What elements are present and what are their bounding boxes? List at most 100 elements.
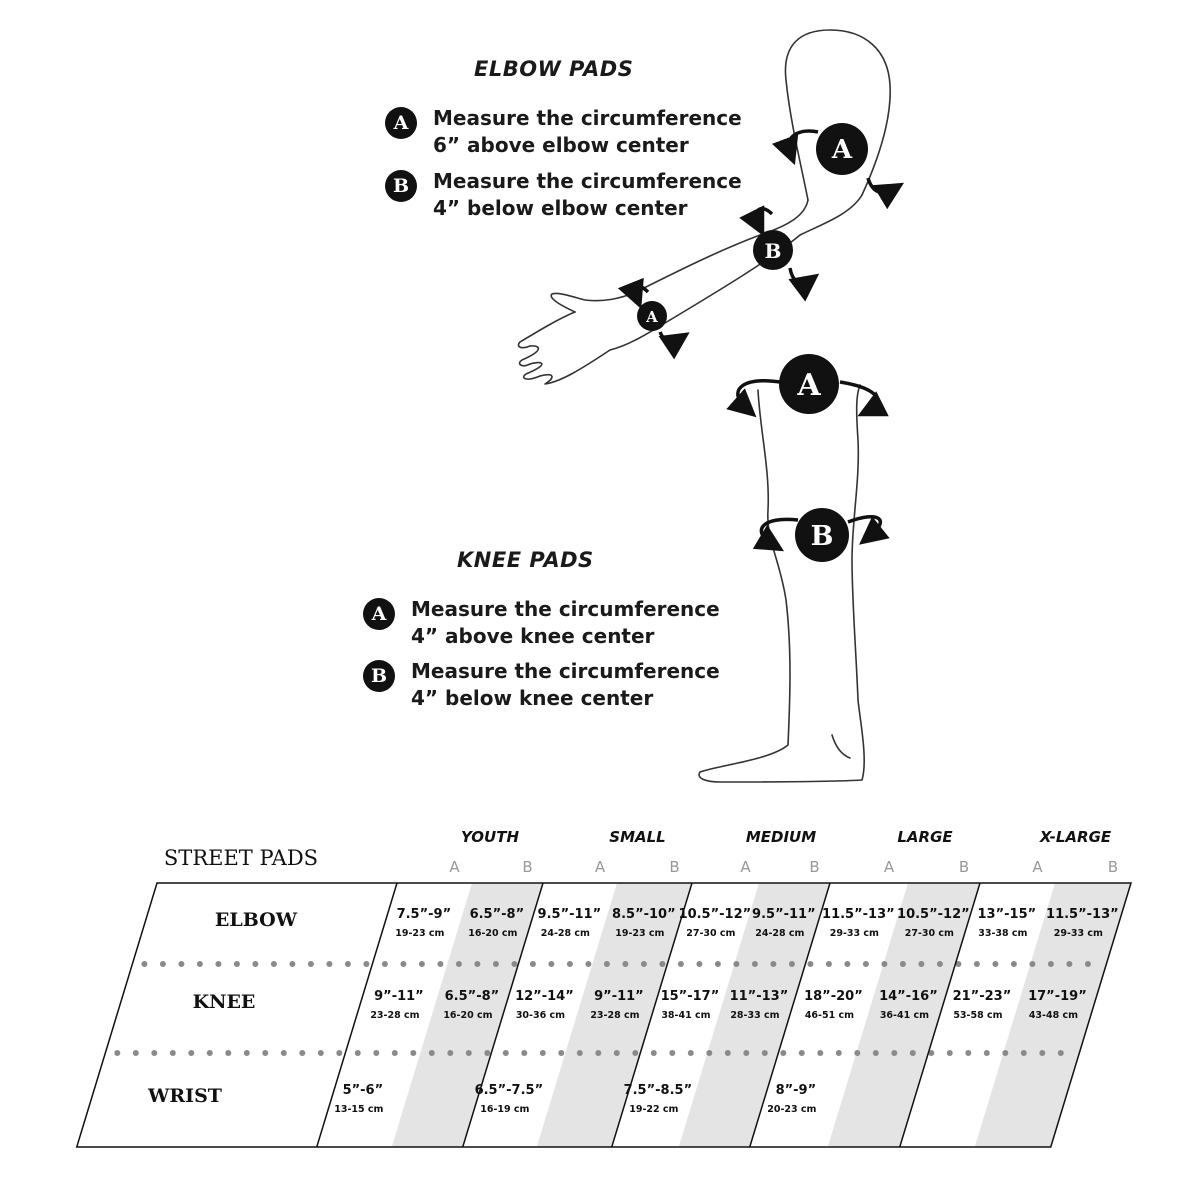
row-separator-dot: [344, 961, 351, 967]
knee-instruction-b: B Measure the circumference 4” below kne…: [363, 658, 720, 712]
badge-a-icon: A: [796, 368, 821, 403]
size-header-small: SMALL: [609, 828, 665, 846]
row-label-knee: KNEE: [193, 991, 256, 1013]
cell-inches: 7.5”-8.5”: [624, 1083, 693, 1098]
row-separator-dot: [817, 1050, 824, 1056]
row-separator-dot: [447, 1050, 454, 1056]
sub-header-a: A: [740, 858, 751, 876]
knee-a-line1: Measure the circumference: [411, 597, 720, 621]
row-label-wrist: WRIST: [147, 1085, 222, 1107]
cell-inches: 15”-17”: [661, 989, 720, 1004]
row-separator-dot: [132, 1050, 139, 1056]
cell-inches: 10.5”-12”: [679, 907, 752, 922]
row-separator-dot: [400, 961, 407, 967]
row-separator-dot: [650, 1050, 657, 1056]
cell-inches: 21”-23”: [953, 989, 1012, 1004]
sub-header-b: B: [1108, 858, 1118, 876]
badge-a-icon: A: [363, 598, 395, 630]
shaded-b-column: [391, 883, 543, 1147]
row-separator-dot: [373, 1050, 380, 1056]
row-separator-dot: [492, 961, 499, 967]
elbow-b-line1: Measure the circumference: [433, 169, 742, 193]
row-separator-dot: [706, 1050, 713, 1056]
column-divider: [749, 882, 831, 1148]
cell-cm: 27-30 cm: [905, 928, 954, 939]
row-separator-dot: [613, 1050, 620, 1056]
row-separator-dot: [169, 1050, 176, 1056]
cell-cm: 23-28 cm: [590, 1010, 639, 1021]
arm-illustration: A B A A B: [517, 29, 905, 783]
row-separator-dot: [1084, 961, 1091, 967]
sub-header-b: B: [522, 858, 532, 876]
cell-cm: 43-48 cm: [1029, 1010, 1078, 1021]
cell-cm: 24-28 cm: [755, 928, 804, 939]
row-separator-dot: [299, 1050, 306, 1056]
row-separator-dot: [622, 961, 629, 967]
row-separator-dot: [1002, 1050, 1009, 1056]
row-separator-dot: [936, 961, 943, 967]
row-separator-dot: [677, 961, 684, 967]
row-separator-dot: [595, 1050, 602, 1056]
row-separator-dot: [151, 1050, 158, 1056]
cell-cm: 27-30 cm: [686, 928, 735, 939]
cell-inches: 9.5”-11”: [752, 907, 816, 922]
row-separator-dot: [965, 1050, 972, 1056]
size-header-x-large: X-LARGE: [1039, 828, 1112, 846]
row-separator-dot: [243, 1050, 250, 1056]
cell-cm: 16-20 cm: [468, 928, 517, 939]
cell-cm: 23-28 cm: [370, 1010, 419, 1021]
cell-inches: 14”-16”: [879, 989, 938, 1004]
row-separator-dot: [955, 961, 962, 967]
cell-inches: 18”-20”: [804, 989, 863, 1004]
row-separator-dot: [354, 1050, 361, 1056]
elbow-instruction-a: A Measure the circumference 6” above elb…: [385, 105, 742, 159]
row-separator-dot: [891, 1050, 898, 1056]
cell-inches: 13”-15”: [978, 907, 1037, 922]
cell-cm: 29-33 cm: [830, 928, 879, 939]
row-separator-dot: [1029, 961, 1036, 967]
cell-cm: 29-33 cm: [1054, 928, 1103, 939]
row-separator-dot: [835, 1050, 842, 1056]
cell-inches: 9”-11”: [594, 989, 644, 1004]
column-divider: [316, 882, 398, 1148]
row-separator-dot: [881, 961, 888, 967]
elbow-b-line2: 4” below elbow center: [433, 196, 688, 220]
cell-inches: 11.5”-13”: [1046, 907, 1119, 922]
row-separator-dot: [780, 1050, 787, 1056]
sub-header-a: A: [595, 858, 606, 876]
row-separator-dot: [280, 1050, 287, 1056]
row-separator-dot: [687, 1050, 694, 1056]
row-separator-dot: [1039, 1050, 1046, 1056]
sub-header-b: B: [959, 858, 969, 876]
cell-cm: 24-28 cm: [541, 928, 590, 939]
cell-inches: 7.5”-9”: [397, 907, 452, 922]
size-header-large: LARGE: [897, 828, 953, 846]
elbow-a-line1: Measure the circumference: [433, 106, 742, 130]
column-divider: [611, 882, 693, 1148]
cell-inches: 6.5”-7.5”: [475, 1083, 544, 1098]
elbow-a-line2: 6” above elbow center: [433, 133, 689, 157]
row-separator-dot: [844, 961, 851, 967]
row-separator-dot: [798, 1050, 805, 1056]
cell-inches: 10.5”-12”: [897, 907, 970, 922]
row-separator-dot: [188, 1050, 195, 1056]
shaded-b-column: [678, 883, 830, 1147]
cell-inches: 12”-14”: [515, 989, 574, 1004]
row-separator-dot: [363, 961, 370, 967]
cell-cm: 28-33 cm: [730, 1010, 779, 1021]
row-separator-dot: [1066, 961, 1073, 967]
arm-badge-a-large: A: [816, 123, 868, 175]
row-separator-dot: [1057, 1050, 1064, 1056]
row-separator-dot: [1047, 961, 1054, 967]
row-separator-dot: [807, 961, 814, 967]
row-separator-dot: [825, 961, 832, 967]
row-separator-dot: [585, 961, 592, 967]
cell-cm: 19-23 cm: [395, 928, 444, 939]
row-separator-dot: [751, 961, 758, 967]
cell-cm: 20-23 cm: [767, 1104, 816, 1115]
row-separator-dot: [548, 961, 555, 967]
knee-b-line1: Measure the circumference: [411, 659, 720, 683]
row-separator-dot: [973, 961, 980, 967]
